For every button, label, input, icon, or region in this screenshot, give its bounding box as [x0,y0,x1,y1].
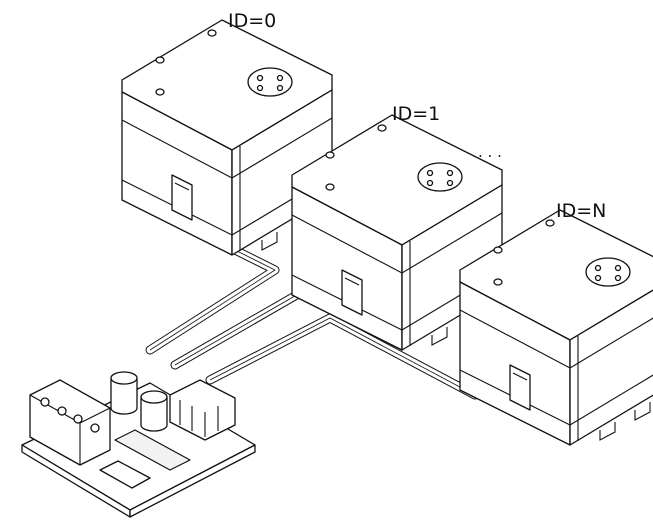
capacitor-2 [140,390,168,432]
ellipsis-label: . . . [478,143,502,161]
terminal-block [29,379,111,466]
ic-chip [114,429,191,471]
control-board [21,371,256,518]
capacitor-1 [110,371,138,415]
servo-id1-label: ID=1 [392,103,441,125]
pin-headers [169,379,236,441]
usb-port [99,460,151,489]
servo-idn-label: ID=N [556,200,607,222]
servo-id0-label: ID=0 [228,10,277,32]
